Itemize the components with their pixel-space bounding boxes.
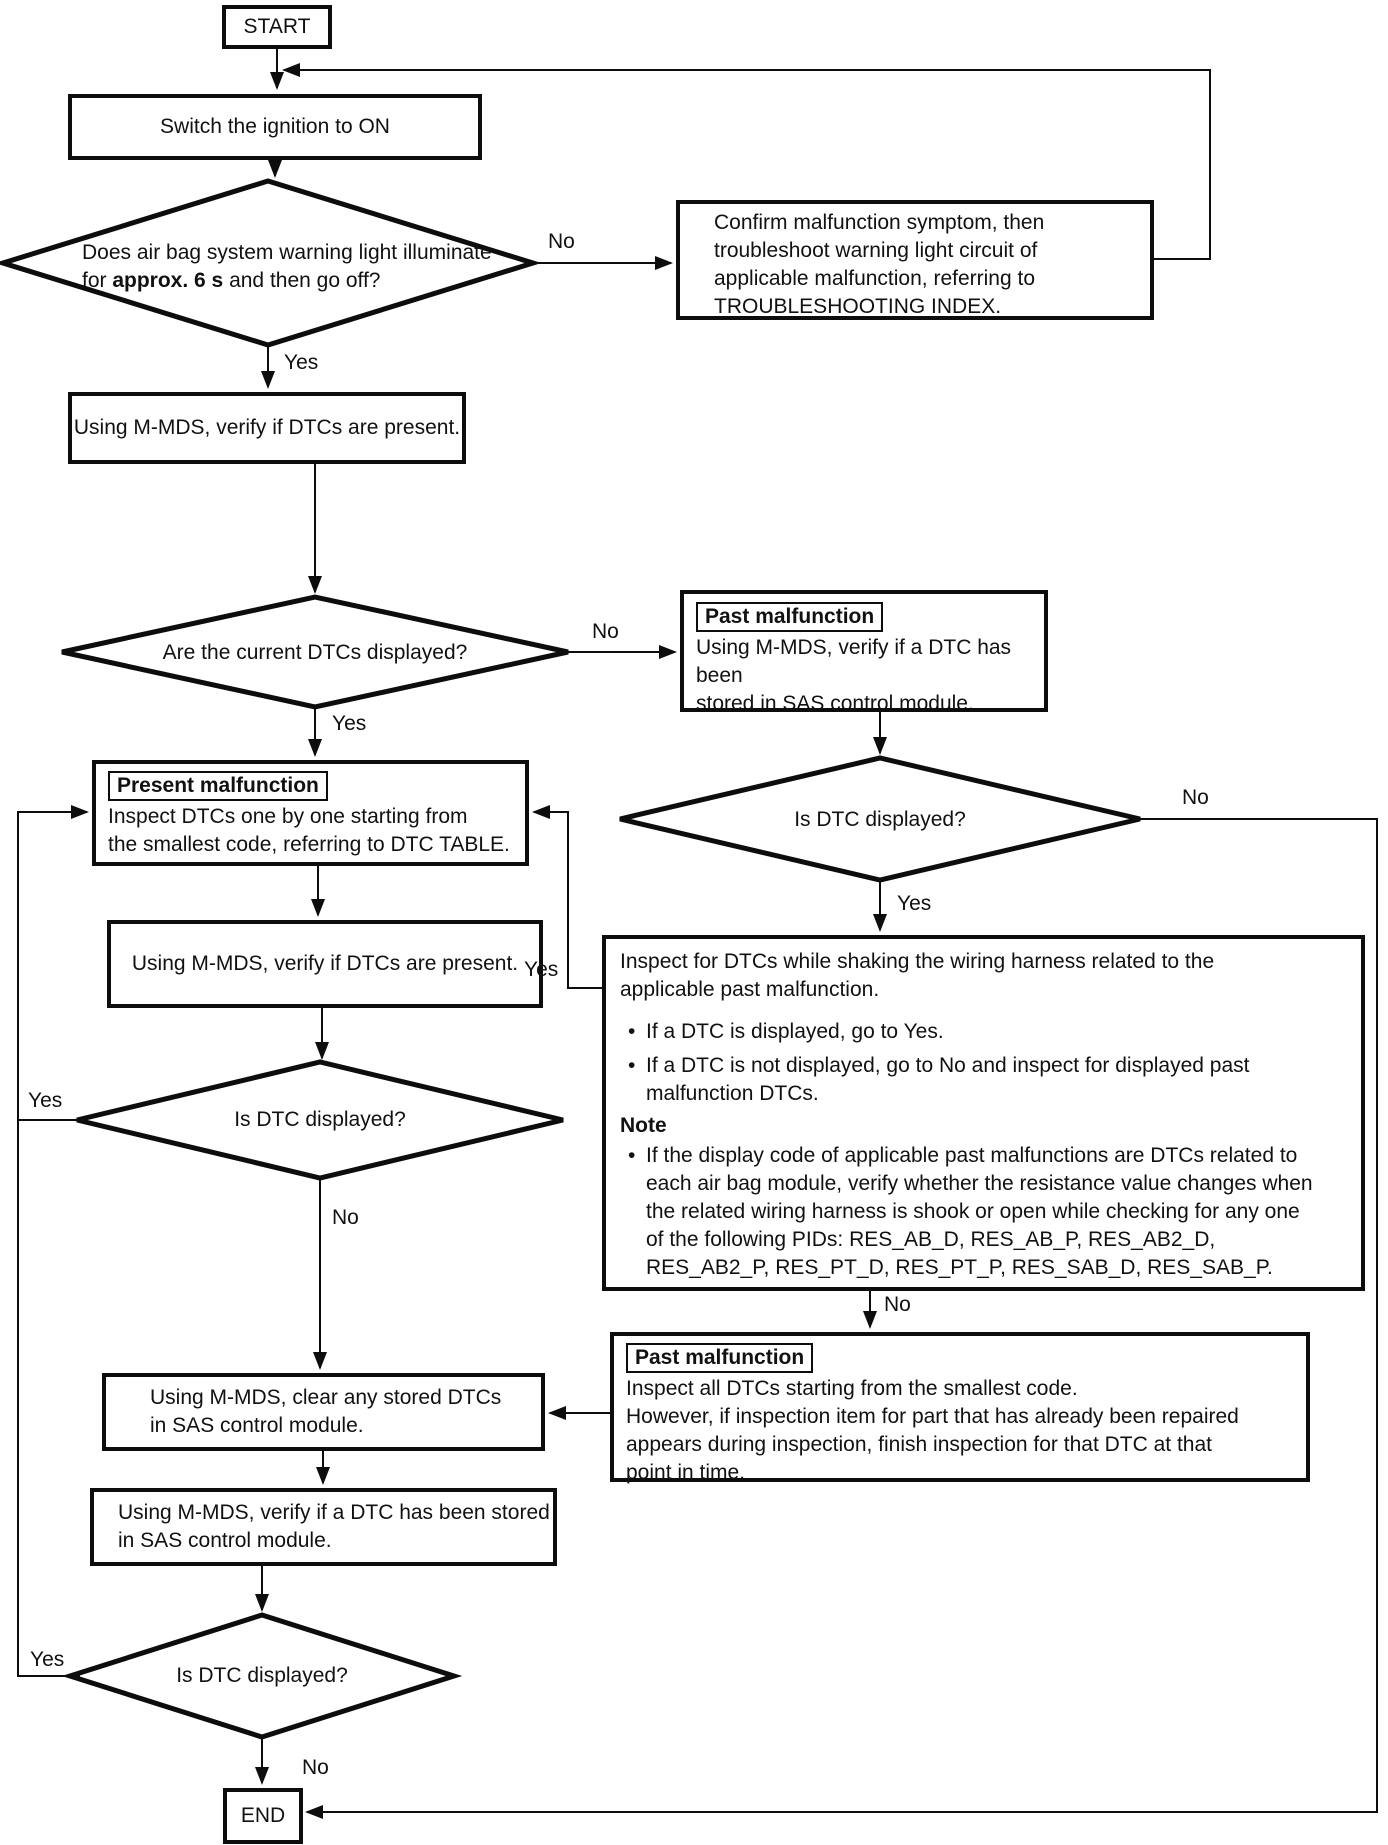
past-malfunction-node-1: Past malfunction Using M-MDS, verify if … <box>680 590 1048 715</box>
warning-light-line2-post: and then go off? <box>223 269 381 292</box>
past-malfunction-2-text: Inspect all DTCs starting from the small… <box>626 1377 1239 1484</box>
past-malfunction-2-tag: Past malfunction <box>626 1343 814 1373</box>
edge-label-current-yes: Yes <box>332 712 367 735</box>
inspect-shaking-bullet-1: If a DTC is displayed, go to Yes. <box>620 1018 1355 1046</box>
inspect-shaking-note-bullet: If the display code of applicable past m… <box>620 1142 1355 1282</box>
past-malfunction-node-2: Past malfunction Inspect all DTCs starti… <box>610 1332 1310 1484</box>
edge-label-dtc1-yes: Yes <box>897 892 932 915</box>
inspect-shaking-para: Inspect for DTCs while shaking the wirin… <box>620 950 1215 1001</box>
confirm-malfunction-node: Confirm malfunction symptom, then troubl… <box>676 200 1154 320</box>
verify-dtcs-node-1: Using M-MDS, verify if DTCs are present. <box>68 392 466 464</box>
warning-light-line2-bold: approx. 6 s <box>112 269 224 292</box>
present-malfunction-node: Present malfunction Inspect DTCs one by … <box>92 760 529 866</box>
past-malfunction-1-tag: Past malfunction <box>696 602 884 632</box>
edge-label-dtc3-yes: Yes <box>30 1648 65 1671</box>
inspect-shaking-bullet-2: If a DTC is not displayed, go to No and … <box>620 1052 1355 1108</box>
warning-light-decision-text: Does air bag system warning light illumi… <box>82 239 502 295</box>
edge-label-current-no: No <box>592 620 619 643</box>
edge-label-warning-yes: Yes <box>284 351 319 374</box>
inspect-shaking-node: Inspect for DTCs while shaking the wirin… <box>602 935 1365 1291</box>
start-node: START <box>222 5 332 49</box>
dtc-displayed-decision-2-text: Is DTC displayed? <box>234 1108 406 1131</box>
verify-dtcs-node-2: Using M-MDS, verify if DTCs are present. <box>107 920 543 1008</box>
warning-light-line2-pre: for <box>82 269 113 292</box>
start-label: START <box>243 15 311 38</box>
switch-ignition-label: Switch the ignition to ON <box>160 115 390 138</box>
past-malfunction-1-text: Using M-MDS, verify if a DTC has been st… <box>696 636 1012 715</box>
edge-yes-return-to-present <box>17 805 89 1677</box>
edge-label-dtc2-no: No <box>332 1206 359 1229</box>
end-label: END <box>240 1804 286 1827</box>
present-malfunction-text: Inspect DTCs one by one starting from th… <box>108 805 510 856</box>
clear-dtcs-text: Using M-MDS, clear any stored DTCs in SA… <box>150 1386 502 1437</box>
edge-label-dtc1-no: No <box>1182 786 1209 809</box>
current-dtcs-decision-text: Are the current DTCs displayed? <box>162 641 468 664</box>
warning-light-line1: Does air bag system warning light illumi… <box>82 241 492 264</box>
present-malfunction-tag: Present malfunction <box>108 771 328 801</box>
confirm-malfunction-text: Confirm malfunction symptom, then troubl… <box>714 211 1045 318</box>
edge-label-dtc3-no: No <box>302 1756 329 1779</box>
verify-dtcs-2-label: Using M-MDS, verify if DTCs are present. <box>131 952 519 975</box>
edge-label-dtc2-yes: Yes <box>28 1089 63 1112</box>
dtc-displayed-decision-3-shape <box>61 1612 463 1740</box>
edge-feedback-confirm-to-top <box>282 63 1211 260</box>
edge-label-inspect-yes: Yes <box>524 958 559 981</box>
dtc-displayed-decision-1-text: Is DTC displayed? <box>794 808 966 831</box>
verify-stored-text: Using M-MDS, verify if a DTC has been st… <box>118 1501 550 1552</box>
edge-inspect-yes-to-present <box>532 805 602 989</box>
edge-label-warning-no: No <box>548 230 575 253</box>
verify-dtcs-1-label: Using M-MDS, verify if DTCs are present. <box>73 416 461 439</box>
edge-label-inspect-no: No <box>884 1293 911 1316</box>
switch-ignition-node: Switch the ignition to ON <box>68 94 482 160</box>
clear-dtcs-node: Using M-MDS, clear any stored DTCs in SA… <box>102 1373 545 1451</box>
edge-dtc1-no-to-end <box>305 818 1378 1819</box>
verify-stored-node: Using M-MDS, verify if a DTC has been st… <box>90 1488 557 1566</box>
dtc-displayed-decision-2-shape <box>76 1059 564 1181</box>
dtc-displayed-decision-3-text: Is DTC displayed? <box>176 1664 348 1687</box>
end-node: END <box>223 1788 303 1844</box>
inspect-shaking-note-label: Note <box>620 1114 667 1137</box>
